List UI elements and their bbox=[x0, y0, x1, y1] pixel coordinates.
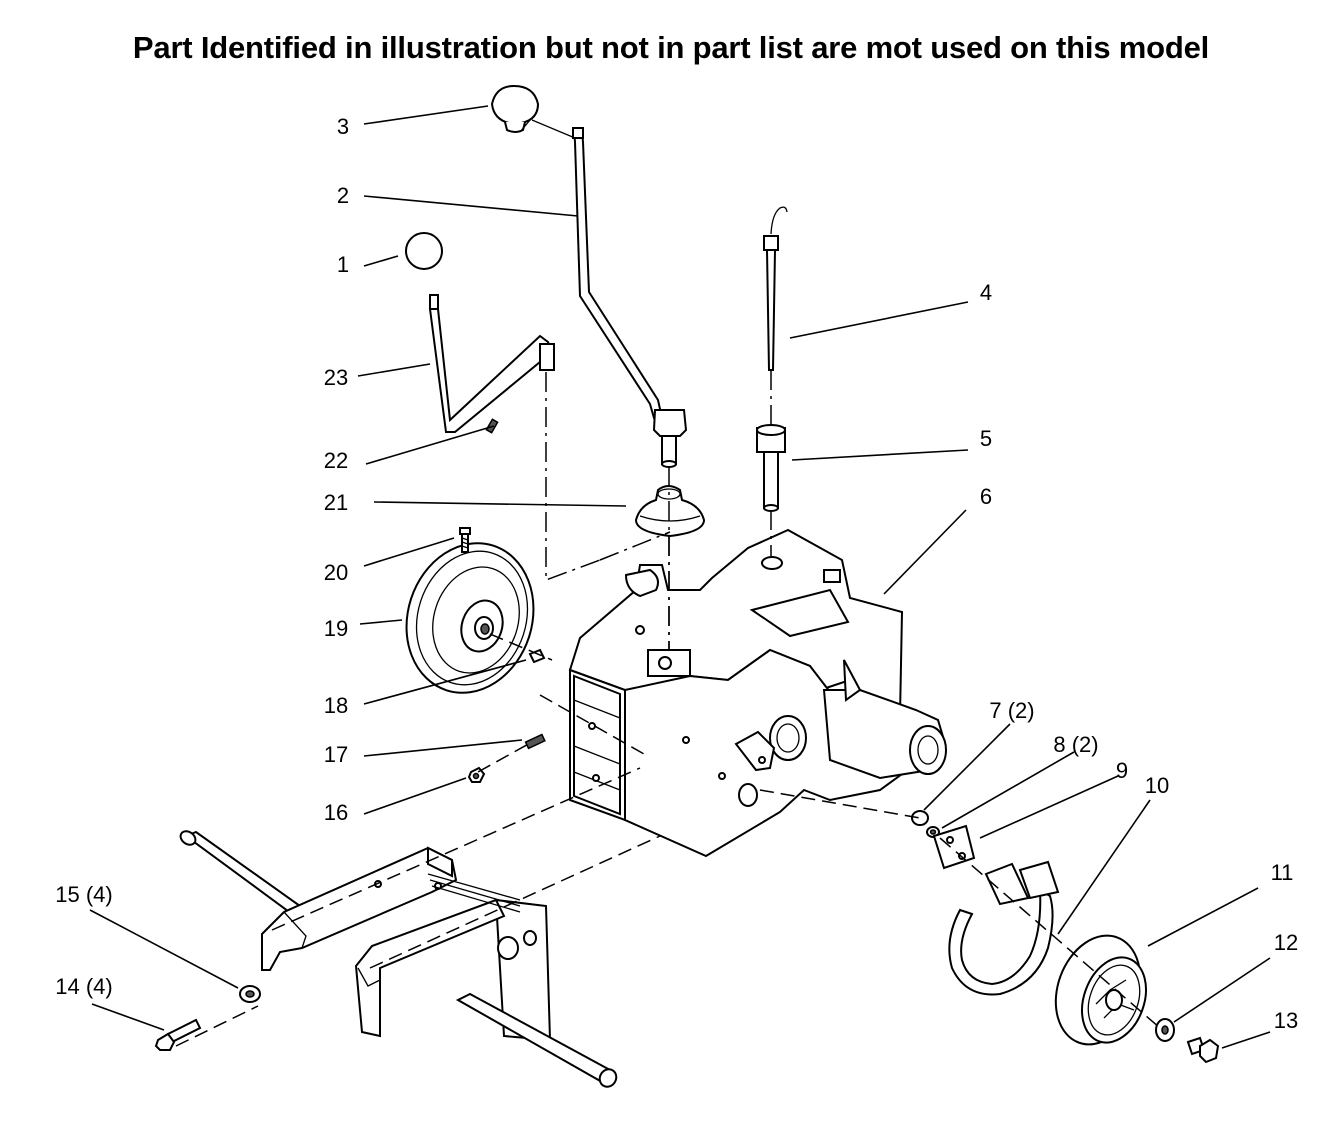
part-12-washer bbox=[1155, 1018, 1175, 1042]
callout-18: 18 bbox=[324, 693, 348, 718]
callout-15: 15 (4) bbox=[55, 882, 112, 907]
assembly-center-lines bbox=[175, 370, 1161, 1047]
part-17-set-screw bbox=[524, 733, 546, 750]
callout-9: 9 bbox=[1116, 758, 1128, 783]
callout-7: 7 (2) bbox=[989, 698, 1034, 723]
part-14-bolt bbox=[154, 1018, 202, 1051]
part-9-bracket bbox=[932, 824, 976, 870]
part-10-brake-band bbox=[948, 860, 1060, 996]
part-11-brake-drum bbox=[1054, 934, 1147, 1046]
callout-6: 6 bbox=[980, 484, 992, 509]
part-13-bolt bbox=[1186, 1036, 1220, 1064]
callout-16: 16 bbox=[324, 800, 348, 825]
callout-20: 20 bbox=[324, 560, 348, 585]
part-23-lever bbox=[428, 294, 555, 433]
part-3-shift-knob bbox=[490, 84, 576, 139]
part-2-shift-lever bbox=[572, 127, 688, 468]
callout-1: 1 bbox=[337, 252, 349, 277]
part-6-transaxle-housing bbox=[568, 528, 947, 858]
part-4-dipstick bbox=[763, 206, 788, 371]
callout-14: 14 (4) bbox=[55, 974, 112, 999]
part-20-screw bbox=[459, 527, 471, 553]
leader-lines bbox=[89, 105, 1271, 1049]
part-21-boot bbox=[634, 485, 706, 538]
callout-8: 8 (2) bbox=[1053, 732, 1098, 757]
callout-22: 22 bbox=[324, 448, 348, 473]
callout-21: 21 bbox=[324, 490, 348, 515]
part-1-ball-knob bbox=[405, 232, 443, 270]
part-19-pulley bbox=[405, 542, 535, 694]
part-15-washer bbox=[239, 985, 261, 1003]
callout-11: 11 bbox=[1271, 860, 1294, 885]
callout-17: 17 bbox=[324, 742, 348, 767]
frame-assembly bbox=[179, 830, 618, 1088]
callout-19: 19 bbox=[324, 616, 348, 641]
callout-23: 23 bbox=[324, 365, 348, 390]
callout-10: 10 bbox=[1145, 773, 1169, 798]
part-7-bolt bbox=[911, 810, 929, 826]
callout-12: 12 bbox=[1274, 930, 1298, 955]
diagram-title: Part Identified in illustration but not … bbox=[132, 30, 1210, 65]
callout-2: 2 bbox=[337, 183, 349, 208]
callout-labels: 3 2 1 23 22 21 20 19 18 17 16 4 5 6 7 (2… bbox=[55, 114, 1298, 1033]
callout-13: 13 bbox=[1274, 1008, 1298, 1033]
part-5-tube bbox=[756, 424, 786, 512]
callout-3: 3 bbox=[337, 114, 349, 139]
callout-5: 5 bbox=[980, 426, 992, 451]
callout-4: 4 bbox=[980, 280, 992, 305]
